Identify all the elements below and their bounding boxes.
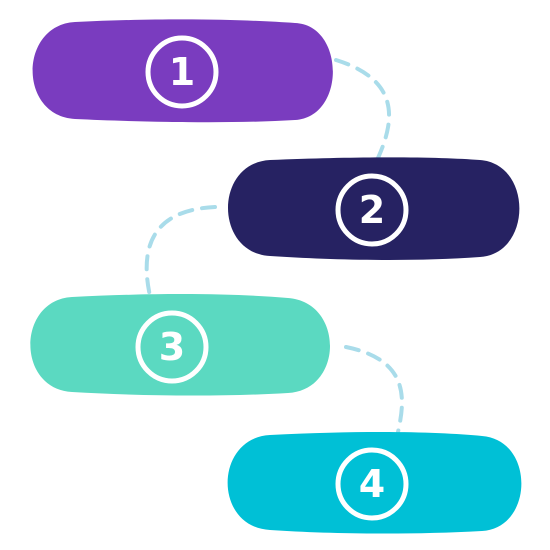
connectors [144, 58, 404, 434]
step-1: 1 [32, 19, 333, 123]
step-3-number-ring [135, 310, 209, 384]
step-1-pill [32, 19, 333, 123]
step-2-pill [228, 157, 520, 260]
connector-3-4 [344, 345, 404, 434]
step-2-number-ring [335, 173, 409, 247]
step-4-number: 4 [359, 462, 385, 506]
step-2-number: 2 [359, 188, 385, 232]
step-4-pill [227, 432, 522, 534]
step-4-number-ring [335, 447, 409, 521]
step-4: 4 [227, 432, 522, 534]
step-3: 3 [30, 294, 331, 396]
connector-2-3 [144, 205, 217, 298]
step-3-number: 3 [159, 325, 185, 369]
step-1-number: 1 [169, 50, 195, 94]
connector-1-2 [334, 58, 392, 160]
step-1-number-ring [145, 35, 219, 109]
step-3-pill [30, 294, 331, 396]
step-2: 2 [228, 157, 520, 260]
